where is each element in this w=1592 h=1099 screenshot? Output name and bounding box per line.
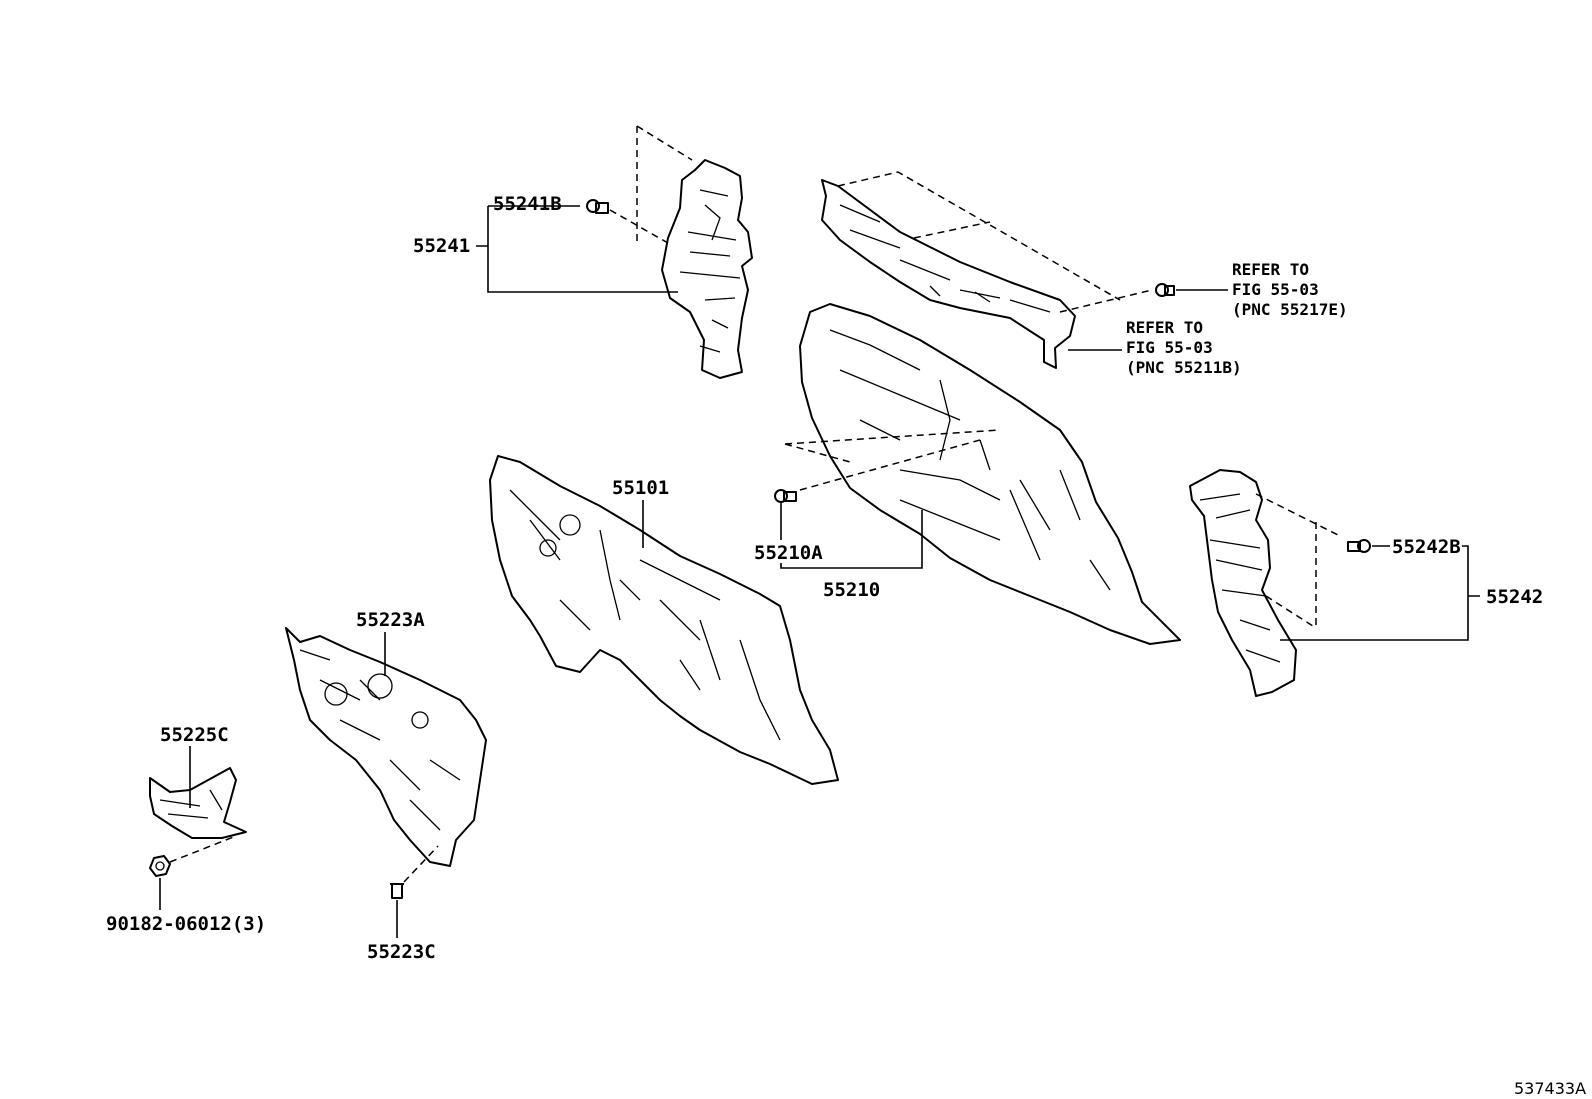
label-55241B: 55241B: [493, 193, 562, 215]
dashed-line-55241: [609, 125, 693, 244]
ref-1-line3: (PNC 55217E): [1232, 300, 1348, 319]
label-55223C: 55223C: [367, 941, 436, 963]
part-55225C-silencer[interactable]: [149, 767, 247, 839]
part-55241B-clip[interactable]: [586, 199, 609, 214]
dashed-line-55210: [784, 429, 1001, 491]
part-55241-bracket[interactable]: [661, 159, 753, 379]
label-55210: 55210: [823, 579, 880, 601]
part-55210A-clip[interactable]: [774, 489, 797, 503]
part-55242-bracket[interactable]: [1189, 469, 1297, 697]
dashed-line-nut: [169, 835, 237, 863]
label-55223A: 55223A: [356, 609, 425, 631]
label-55210A: 55210A: [754, 542, 823, 564]
part-90182-nut[interactable]: [149, 855, 171, 877]
label-55242B: 55242B: [1392, 536, 1461, 558]
ref-2-line1: REFER TO: [1126, 318, 1203, 337]
label-55241: 55241: [413, 235, 470, 257]
dashed-line-upper-cowl: [837, 171, 1153, 313]
upper-cowl-panel[interactable]: [821, 179, 1076, 369]
reference-55211B: REFER TO FIG 55-03 (PNC 55211B): [1126, 318, 1242, 377]
label-55242: 55242: [1486, 586, 1543, 608]
ref-2-line2: FIG 55-03: [1126, 338, 1213, 357]
part-55223C-clip[interactable]: [390, 883, 404, 899]
leader-55210: [780, 510, 923, 569]
leader-55241: [476, 205, 678, 293]
label-55101: 55101: [612, 477, 669, 499]
label-90182-06012: 90182-06012(3): [106, 913, 266, 935]
part-55242B-clip[interactable]: [1347, 539, 1371, 553]
label-55225C: 55225C: [160, 724, 229, 746]
part-55101-dash-panel[interactable]: [489, 455, 839, 785]
ref-1-line1: REFER TO: [1232, 260, 1309, 279]
figure-id: 537433A: [1514, 1079, 1586, 1098]
dashed-line-55223C: [403, 845, 439, 883]
leader-55242: [1280, 545, 1480, 641]
part-55210-silencer[interactable]: [799, 303, 1181, 645]
ref-1-line2: FIG 55-03: [1232, 280, 1319, 299]
dashed-line-55242: [1255, 493, 1341, 629]
part-55223A-silencer[interactable]: [285, 627, 487, 867]
ref-2-line3: (PNC 55211B): [1126, 358, 1242, 377]
reference-55217E: REFER TO FIG 55-03 (PNC 55217E): [1232, 260, 1348, 319]
ref-clip-upper[interactable]: [1155, 283, 1175, 297]
